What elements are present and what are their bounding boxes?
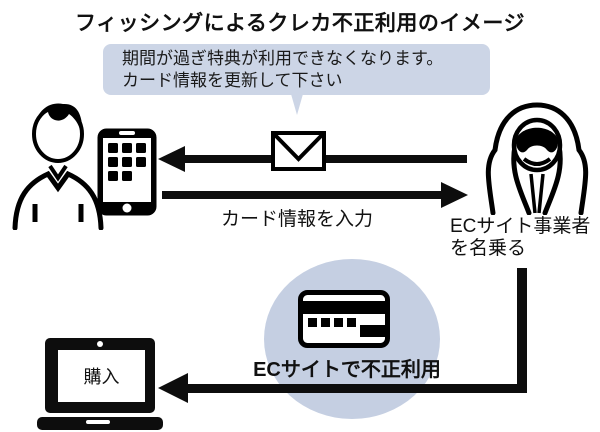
phishing-message-line2: カード情報を更新して下さい [122,71,343,90]
fraud-arrowhead [158,373,188,403]
purchase-label: 購入 [83,367,120,387]
card-input-label: カード情報を入力 [220,209,373,230]
credit-card-icon [298,290,390,348]
email-arrowhead [158,146,185,172]
laptop-screen [58,350,145,402]
card-input-arrowhead [441,182,468,208]
scammer-label: ECサイト事業者 を名乗る [450,216,590,260]
scammer-label-line2: を名乗る [450,238,527,259]
smartphone-icon [97,128,157,216]
fraud-arrow-vertical-line [517,268,527,393]
person-icon [12,103,104,230]
phishing-message-text: 期間が過ぎ特典が利用できなくなります。 カード情報を更新して下さい [122,48,443,92]
speech-bubble-tail [291,94,303,115]
diagram-title: フィッシングによるクレカ不正利用のイメージ [74,12,526,35]
envelope-icon [271,131,326,171]
fraud-use-label: ECサイトで不正利用 [253,359,441,381]
hooded-figure-icon [485,102,589,215]
phishing-message-bubble [103,44,490,95]
phishing-message-line1: 期間が過ぎ特典が利用できなくなります。 [122,49,444,68]
scammer-label-line1: ECサイト事業者 [450,216,591,237]
card-input-arrow-line [162,191,442,199]
laptop-trackpad [86,420,110,424]
laptop-camera-icon [97,341,103,347]
fraud-arrow-horizontal-line [186,384,527,393]
